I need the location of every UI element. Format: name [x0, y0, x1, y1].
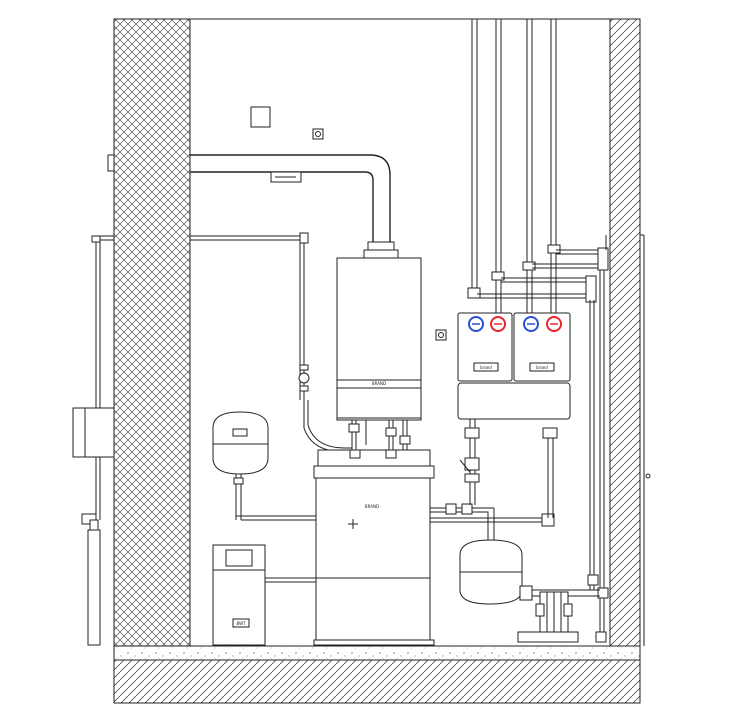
expansion-vessel-left — [212, 411, 318, 521]
water-softener — [212, 544, 266, 646]
top-left-pipe — [190, 232, 310, 400]
boiler-brand-label: BRAND — [372, 381, 386, 386]
socket — [435, 329, 447, 341]
hydraulic-module-1 — [457, 312, 513, 382]
left-wall — [113, 18, 191, 647]
module-lower-pipes — [459, 418, 558, 505]
riser-pipes — [467, 19, 561, 313]
distribution-manifold — [457, 382, 571, 420]
right-distribution-pipes — [477, 235, 609, 643]
thermometer-cold-icon — [468, 316, 484, 332]
sensor-outside — [645, 473, 651, 479]
bottom-pump-group — [517, 585, 600, 643]
tank-brand-label: BRAND — [365, 504, 379, 509]
socket — [312, 128, 324, 140]
floor-slab — [113, 645, 641, 704]
electrical-box — [250, 106, 271, 128]
softener-label: BWT — [237, 621, 247, 626]
right-wall — [609, 18, 641, 647]
thermometer-hot-icon — [490, 316, 506, 332]
wall-boiler — [336, 257, 422, 421]
tank-outlet-pipes — [430, 430, 555, 540]
thermometer-hot-icon — [546, 316, 562, 332]
hot-water-tank — [313, 449, 435, 646]
outdoor-equipment — [72, 235, 115, 646]
hydraulic-module-2 — [513, 312, 571, 382]
module-2-label: brand — [536, 365, 548, 370]
module-1-label: brand — [480, 365, 492, 370]
thermometer-cold-icon — [523, 316, 539, 332]
expansion-vessel-right — [459, 539, 523, 605]
wall-outlet — [107, 154, 115, 172]
flue-pipe — [190, 154, 399, 259]
